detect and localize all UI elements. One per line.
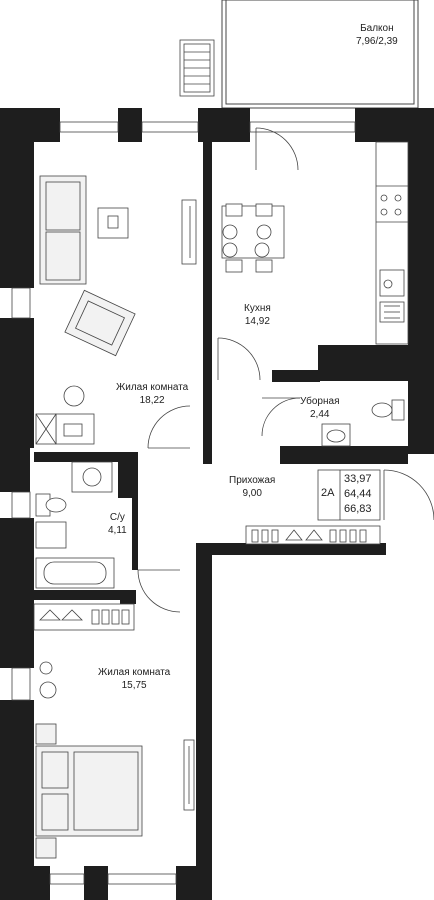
wc-name: Уборная — [300, 396, 340, 407]
balcony-chair — [179, 39, 215, 97]
area-values: 33,97 64,44 66,83 — [344, 472, 372, 517]
bath-fixtures — [35, 461, 115, 589]
bed — [35, 723, 143, 859]
label-balcony: Балкон 7,96/2,39 — [356, 22, 398, 48]
living1-name: Жилая комната — [116, 382, 189, 393]
balcony-area: 7,96/2,39 — [356, 36, 398, 47]
kitchen-area: 14,92 — [244, 316, 270, 327]
label-living2: Жилая комната 15,75 — [98, 666, 170, 692]
hall-name: Прихожая — [229, 475, 276, 486]
label-bath: С/у 4,11 — [108, 511, 127, 537]
bath-name: С/у — [109, 512, 125, 523]
summary-box — [317, 469, 381, 521]
bedroom-chair — [39, 661, 57, 699]
balcony — [221, 0, 419, 109]
label-hall: Прихожая 9,00 — [229, 474, 275, 500]
wardrobe-hall — [245, 525, 381, 545]
area-total-balcony: 66,83 — [344, 503, 372, 515]
wc-fixtures — [321, 399, 405, 447]
label-kitchen: Кухня 14,92 — [244, 302, 271, 328]
kitchen-name: Кухня — [244, 303, 271, 314]
wardrobe-bedroom — [33, 603, 135, 631]
label-wc: Уборная 2,44 — [300, 395, 339, 421]
desk — [35, 385, 95, 445]
area-living: 33,97 — [344, 473, 372, 485]
wc-area: 2,44 — [310, 409, 330, 420]
armchair — [64, 289, 136, 357]
doors — [137, 127, 434, 613]
living1-area: 18,22 — [139, 395, 165, 406]
bedroom-tv — [183, 739, 195, 811]
balcony-name: Балкон — [360, 23, 394, 34]
sofa — [39, 175, 87, 285]
area-total: 64,44 — [344, 488, 372, 500]
label-living1: Жилая комната 18,22 — [116, 381, 188, 407]
coffee-table — [97, 207, 129, 239]
tv — [181, 199, 197, 265]
living2-name: Жилая комната — [98, 667, 171, 678]
apartment-type: 2А — [321, 487, 335, 499]
dining-table — [221, 203, 285, 273]
living2-area: 15,75 — [121, 680, 147, 691]
windows — [11, 121, 356, 885]
hall-area: 9,00 — [242, 488, 262, 499]
walls — [0, 108, 434, 900]
kitchen-counter — [375, 141, 409, 345]
bath-area: 4,11 — [108, 525, 127, 536]
